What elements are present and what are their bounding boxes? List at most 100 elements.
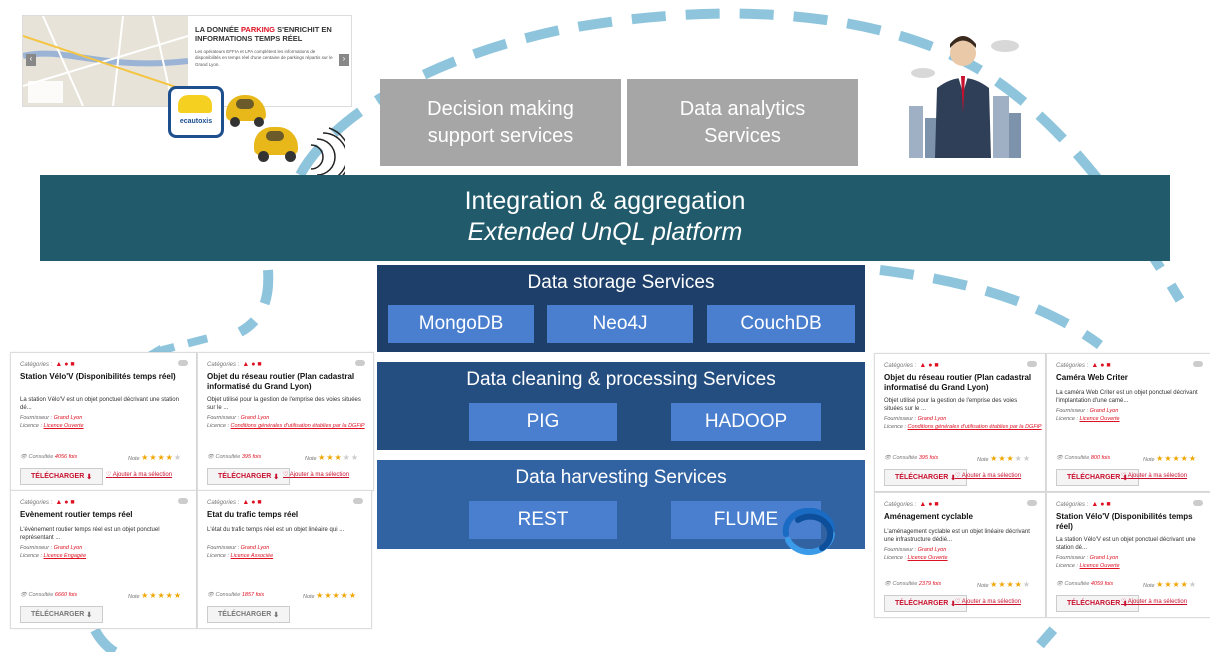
parking-headline: LA DONNÉE PARKING S'ENRICHIT EN INFORMAT… [195, 25, 332, 43]
rating-stars: ★★★★★ [318, 453, 360, 462]
settings-toggle-icon[interactable] [178, 360, 188, 366]
dataset-title[interactable]: Station Vélo'V (Disponibilités temps rée… [20, 372, 176, 381]
mongodb-chip: MongoDB [388, 305, 534, 343]
harvesting-title: Data harvesting Services [515, 467, 727, 488]
rating: Note ★★★★★ [128, 591, 183, 600]
download-button[interactable]: TÉLÉCHARGER ⬇ [20, 606, 104, 623]
licence-link[interactable]: Licence Ouverte [907, 554, 948, 561]
categories-label: Catégories :▲ ● ■ [207, 361, 262, 368]
licence-link[interactable]: Licence Associée [230, 552, 274, 559]
categories-label: Catégories :▲ ● ■ [20, 499, 75, 506]
licence-link[interactable]: Conditions générales d'utilisation établ… [907, 423, 1042, 430]
consultation-count: 👁 Consultée 395 fois [207, 454, 262, 460]
add-to-selection-link[interactable]: ♡ Ajouter à ma sélection [283, 472, 350, 478]
categories-label: Catégories :▲ ● ■ [884, 501, 939, 508]
dataset-card: Catégories :▲ ● ■ Objet du réseau routier… [197, 352, 374, 491]
logo-text: ecautoxis [179, 118, 213, 125]
licence-link[interactable]: Licence Ouverte [1079, 415, 1120, 422]
dataset-card: Catégories :▲ ● ■ Station Vélo'V (Disponi… [1046, 492, 1210, 618]
integration-band: Integration & aggregation Extended UnQL … [40, 175, 1170, 261]
dataset-title[interactable]: Station Vélo'V (Disponibilités temps rée… [1056, 512, 1193, 531]
download-button[interactable]: TÉLÉCHARGER ⬇ [884, 595, 968, 612]
rating-stars: ★★★★★ [141, 591, 183, 600]
left-arc [237, 269, 274, 337]
taxi-car-icon [178, 95, 212, 113]
rating-stars: ★★★★★ [990, 580, 1032, 589]
settings-toggle-icon[interactable] [178, 498, 188, 504]
licence-link[interactable]: Licence Engagée [43, 552, 87, 559]
categories-label: Catégories :▲ ● ■ [884, 362, 939, 369]
taxi-car-icon [250, 125, 310, 165]
consultation-count: 👁 Consultée 4056 fois [20, 454, 78, 460]
couchdb-chip: CouchDB [707, 305, 855, 343]
download-button[interactable]: TÉLÉCHARGER ⬇ [20, 468, 104, 485]
rating-stars: ★★★★★ [1156, 580, 1198, 589]
download-button[interactable]: TÉLÉCHARGER ⬇ [884, 469, 968, 486]
add-to-selection-link[interactable]: ♡ Ajouter à ma sélection [955, 473, 1022, 479]
hadoop-chip: HADOOP [671, 403, 821, 441]
licence-link[interactable]: Conditions générales d'utilisation établ… [230, 422, 365, 429]
integration-subtitle: Extended UnQL platform [467, 218, 743, 246]
map-graphic [23, 16, 188, 106]
dataset-title[interactable]: Aménagement cyclable [884, 512, 973, 521]
settings-toggle-icon[interactable] [1027, 500, 1037, 506]
consultation-count: 👁 Consultée 800 fois [1056, 455, 1111, 461]
dataset-description: Objet utilisé pour la gestion de l'empri… [207, 397, 361, 411]
parking-banner: ‹ LA DONNÉE PARKING S'ENRICHIT EN INFORM… [22, 15, 352, 107]
licence-link[interactable]: Licence Ouverte [43, 422, 84, 429]
rating-stars: ★★★★★ [141, 453, 183, 462]
flume-chip: FLUME [671, 501, 821, 539]
dataset-title[interactable]: Etat du trafic temps réel [207, 510, 299, 519]
rating: Note ★★★★★ [977, 580, 1032, 589]
settings-toggle-icon[interactable] [353, 498, 363, 504]
download-button[interactable]: TÉLÉCHARGER ⬇ [1056, 595, 1140, 612]
add-to-selection-link[interactable]: ♡ Ajouter à ma sélection [1121, 599, 1188, 605]
city-skyline-icon [909, 36, 1021, 158]
dataset-card: Catégories :▲ ● ■ Objet du réseau routier… [874, 353, 1046, 492]
bottom-left-arc [90, 627, 118, 652]
banner-next-arrow[interactable]: › [339, 54, 349, 66]
settings-toggle-icon[interactable] [1027, 361, 1037, 367]
cleaning-title: Data cleaning & processing Services [466, 369, 776, 390]
data-cleaning-layer: Data cleaning & processing Services PIG … [377, 362, 865, 450]
parking-body: Les opérateurs EFFIA et LPA complètent l… [195, 49, 333, 67]
data-storage-layer: Data storage Services MongoDB Neo4J Couc… [377, 265, 865, 352]
download-button[interactable]: TÉLÉCHARGER ⬇ [207, 468, 291, 485]
settings-toggle-icon[interactable] [355, 360, 365, 366]
categories-label: Catégories :▲ ● ■ [20, 361, 75, 368]
add-to-selection-link[interactable]: ♡ Ajouter à ma sélection [106, 472, 173, 478]
consultation-count: 👁 Consultée 4059 fois [1056, 581, 1114, 587]
dataset-card: Catégories :▲ ● ■ Evènement routier temps… [10, 490, 197, 629]
add-to-selection-link[interactable]: ♡ Ajouter à ma sélection [955, 599, 1022, 605]
flume-logo-icon [782, 508, 835, 556]
integration-title: Integration & aggregation [464, 187, 746, 215]
settings-toggle-icon[interactable] [1193, 500, 1203, 506]
download-button[interactable]: TÉLÉCHARGER ⬇ [207, 606, 291, 623]
categories-label: Catégories :▲ ● ■ [1056, 362, 1111, 369]
businessman-icon [905, 18, 1023, 158]
right-inner-arc [879, 265, 1103, 350]
dataset-title[interactable]: Objet du réseau routier (Plan cadastral … [207, 372, 355, 391]
taxi-car-icon [222, 93, 278, 129]
dataset-title[interactable]: Evènement routier temps réel [20, 510, 133, 519]
categories-label: Catégories :▲ ● ■ [1056, 501, 1111, 508]
rating-stars: ★★★★★ [316, 591, 358, 600]
decision-making-box: Decision making support services [380, 79, 621, 166]
rating: Note ★★★★★ [128, 453, 183, 462]
download-button[interactable]: TÉLÉCHARGER ⬇ [1056, 469, 1140, 486]
add-to-selection-link[interactable]: ♡ Ajouter à ma sélection [1121, 473, 1188, 479]
settings-toggle-icon[interactable] [1193, 361, 1203, 367]
dataset-description: L'état du trafic temps réel est un objet… [207, 527, 345, 533]
licence-link[interactable]: Licence Ouverte [1079, 562, 1120, 569]
dataset-title[interactable]: Objet du réseau routier (Plan cadastral … [884, 373, 1032, 392]
map-prev-arrow[interactable]: ‹ [26, 54, 36, 66]
dataset-title[interactable]: Caméra Web Criter [1056, 373, 1128, 382]
rating: Note ★★★★★ [977, 454, 1032, 463]
rest-chip: REST [469, 501, 617, 539]
ecautoxis-logo: ecautoxis [168, 86, 224, 138]
